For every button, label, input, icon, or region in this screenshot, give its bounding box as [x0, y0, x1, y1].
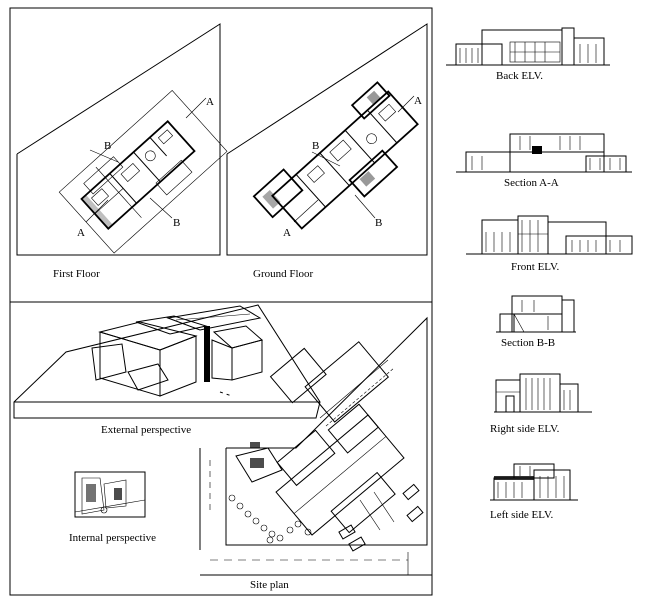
ground-floor-section-a-line-2	[397, 95, 415, 113]
ground-floor-section-b-line-2	[354, 194, 376, 219]
section-bb: Section B-B	[496, 295, 576, 349]
ground-floor-section-b-line	[311, 151, 341, 167]
site-plan-boundary	[225, 316, 428, 546]
ground-floor-section-b-marker-2: B	[375, 217, 382, 229]
internal-perspective-frame	[74, 471, 146, 518]
first-floor-section-b-marker: B	[104, 140, 111, 152]
perspective-dark-column	[204, 326, 210, 382]
internal-perspective-title: Internal perspective	[69, 532, 156, 544]
left-side-elevation-title: Left side ELV.	[490, 509, 553, 521]
elevation-right-side: Right side ELV.	[490, 373, 592, 435]
first-floor-site-boundary	[16, 23, 221, 256]
elevation-left-side: Left side ELV.	[490, 463, 578, 521]
external-perspective-title: External perspective	[101, 424, 191, 436]
ground-floor-site-boundary	[226, 23, 428, 256]
first-floor-section-a-marker-2: A	[206, 96, 214, 108]
ground-floor-section-b-marker: B	[312, 140, 319, 152]
first-floor-building	[58, 89, 228, 254]
ground-floor-building	[252, 81, 419, 230]
right-side-elevation-title: Right side ELV.	[490, 423, 560, 435]
first-floor-title: First Floor	[53, 268, 100, 280]
elevation-back: Back ELV.	[446, 27, 610, 82]
ground-floor-section-a-marker: A	[283, 227, 291, 239]
front-elevation-title: Front ELV.	[511, 261, 560, 273]
perspective-ground-slab	[13, 304, 321, 419]
first-floor-section-b-line	[89, 149, 119, 163]
first-floor-section-a-marker: A	[77, 227, 85, 239]
first-floor-section-a-line-2	[185, 97, 207, 119]
first-floor-section-a-line	[85, 199, 109, 223]
site-plan: Site plan	[199, 316, 432, 591]
section-aa: Section A-A	[456, 133, 632, 189]
site-plan-building	[269, 341, 405, 536]
ground-floor-section-a-marker-2: A	[414, 95, 422, 107]
external-perspective: External perspective	[13, 304, 321, 436]
section-bb-title: Section B-B	[501, 337, 555, 349]
first-floor-section-b-line-2	[149, 197, 173, 219]
internal-perspective: Internal perspective	[69, 471, 156, 544]
elevation-front: Front ELV.	[466, 215, 633, 273]
first-floor-plan: B B A A First Floor	[16, 23, 228, 280]
first-floor-section-b-marker-2: B	[173, 217, 180, 229]
ground-floor-plan: B B A A Ground Floor	[226, 23, 428, 280]
ground-floor-section-a-line	[293, 199, 319, 223]
section-aa-title: Section A-A	[504, 177, 559, 189]
site-plan-title: Site plan	[250, 579, 289, 591]
ground-floor-title: Ground Floor	[253, 268, 314, 280]
back-elevation-title: Back ELV.	[496, 70, 543, 82]
